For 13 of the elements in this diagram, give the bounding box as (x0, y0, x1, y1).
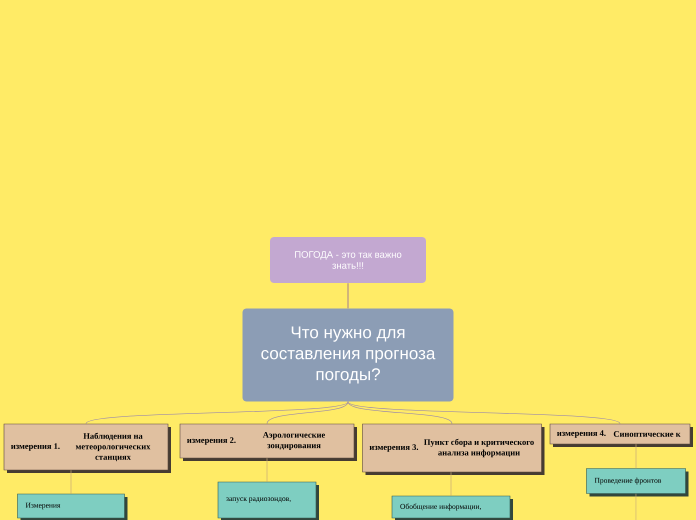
central-topic-box: Что нужно для составления прогноза погоды? (242, 308, 454, 402)
branch-box: измерения 1. Наблюдения на метеорологических станциях (4, 424, 171, 473)
branch-box: измерения 2. Аэрологические зондирования (180, 424, 357, 461)
connector-line (266, 401, 348, 424)
connector-line (266, 458, 268, 482)
topic-box: ПОГОДА - это так важно знать!!! (270, 237, 426, 283)
connector-line (450, 472, 452, 496)
branch-box: измерения 4. Синоптические к (550, 424, 693, 447)
connector-line (70, 470, 72, 494)
connector-line (86, 401, 348, 424)
connector-line (348, 401, 452, 424)
branch-box: измерения 3. Пункт сбора и критического анализа информации (362, 424, 544, 475)
connector-line (348, 401, 620, 424)
